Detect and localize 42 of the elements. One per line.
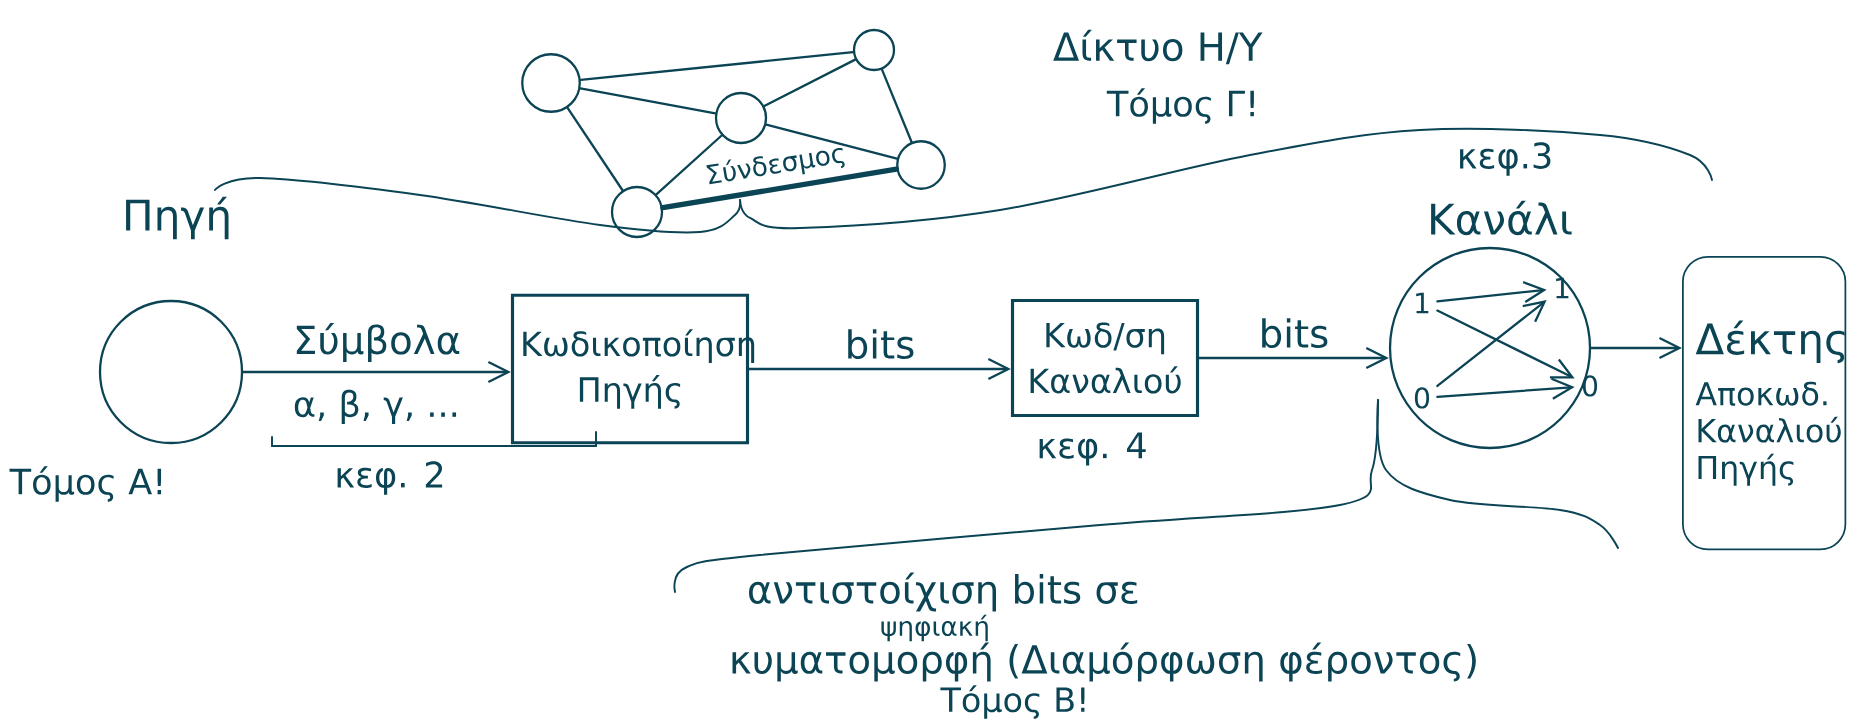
link-line [763,58,857,108]
side-note: κεφ. 4 [1039,432,1146,466]
note-text: αντιστοίχιση bits σε [749,572,1138,612]
arrow [1436,377,1575,400]
arrow [1436,281,1547,303]
link-line [765,123,899,160]
network-node-circle [610,185,664,239]
edge-label: bits [1262,318,1328,349]
edge-label: bits [848,329,914,360]
link-line [660,166,900,211]
volume-note: Τόμος Γ! [1106,88,1254,124]
arrow [1590,336,1682,359]
network-node-circle [521,53,581,113]
side-note: κεφ.3 [1460,142,1551,176]
link-line [880,68,913,144]
edge-label: Σύνδεσμος [706,147,845,185]
receiver-box: Δέκτης Αποκωδ. Καναλιού Πηγής [1682,256,1847,551]
link-line [579,51,855,82]
bit-value: 0 [1414,387,1430,409]
arrow [1436,309,1575,379]
arrow [1197,346,1389,369]
link-line [579,87,717,115]
side-note: Τόμος Α! [9,466,162,502]
volume-note: Τόμος Β! [940,685,1085,719]
network-title: Δίκτυο Η/Υ [1053,29,1263,65]
note-text: κυματομορφή (Διαμόρφωση φέροντος) [732,642,1476,682]
node-label: Κανάλι [1431,200,1572,236]
network-node-circle [714,91,768,145]
edge-label: Σύμβολα [296,323,460,363]
process-box: Κωδ/ση Καναλιού [1010,298,1200,418]
network-node-circle [852,28,896,72]
node-label: Πηγή [126,196,229,240]
arrow [1436,300,1547,388]
symbol-examples: α, β, γ, ... [294,389,457,425]
arrow [747,357,1011,380]
chapter-label: κεφ. 2 [337,461,443,495]
arrow [242,360,511,383]
inserted-word: ψηφιακή [881,614,988,642]
link-line [566,106,624,192]
network-node-circle [896,140,946,190]
link-line [655,134,723,196]
bit-value: 1 [1416,292,1429,314]
